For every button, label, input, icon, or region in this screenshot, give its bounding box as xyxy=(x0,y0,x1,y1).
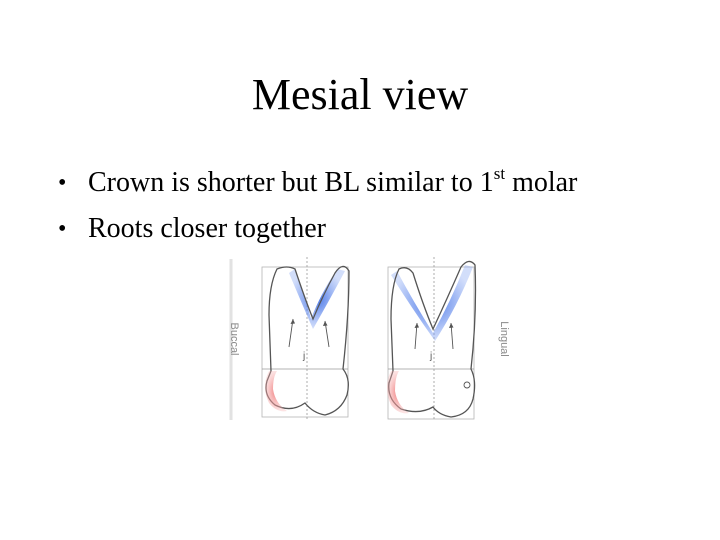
bullet-item-roots: • Roots closer together xyxy=(58,206,577,252)
left-j-mark: j xyxy=(302,351,305,362)
slide-title: Mesial view xyxy=(251,70,469,119)
left-arrow-head-icon xyxy=(290,319,295,324)
buccal-label: Buccal xyxy=(228,322,240,355)
bullet-text-end: molar xyxy=(505,167,578,198)
right-cusp-circle xyxy=(463,381,471,389)
left-root-highlight xyxy=(289,269,345,329)
bullet-text: Crown is shorter but BL similar to 1 xyxy=(88,167,494,198)
right-arrow-head-icon-2 xyxy=(449,323,454,328)
right-tooth-outline xyxy=(388,260,477,418)
bullet-superscript: st xyxy=(493,164,506,183)
left-arrow-head-icon-2 xyxy=(323,321,328,326)
tooth-diagram: Buccal j xyxy=(228,257,510,420)
bullet-item-crown: • Crown is shorter but BL similar to 1st… xyxy=(58,160,577,206)
right-arrow-head-icon xyxy=(414,323,419,328)
bullet-dot-icon: • xyxy=(58,170,67,196)
right-j-mark: j xyxy=(429,351,432,362)
right-tooth: j xyxy=(387,257,477,420)
bullet-text: Roots closer together xyxy=(88,213,326,244)
right-crown-highlight xyxy=(387,371,409,414)
tooth-mesial-view-figure: Buccal j xyxy=(225,255,515,425)
left-tooth: j xyxy=(261,257,350,420)
right-root-highlight xyxy=(391,265,473,341)
left-tooth-outline xyxy=(265,265,350,416)
left-guide-box xyxy=(261,266,349,418)
lingual-label: Lingual xyxy=(498,321,510,356)
bullet-dot-icon: • xyxy=(58,216,67,242)
left-crown-highlight xyxy=(265,371,287,412)
bullet-list: • Crown is shorter but BL similar to 1st… xyxy=(58,160,577,252)
